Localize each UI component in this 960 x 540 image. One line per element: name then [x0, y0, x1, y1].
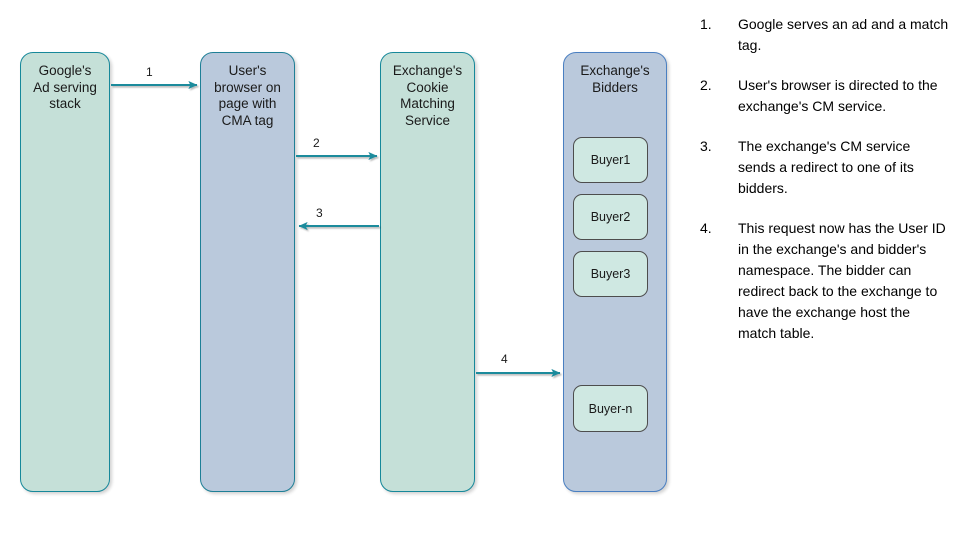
step-3-number: 3.	[700, 138, 712, 154]
lane-user-browser[interactable]: User's browser on page with CMA tag	[200, 52, 295, 492]
step-1-number: 1.	[700, 16, 712, 32]
step-2-text: User's browser is directed to the exchan…	[738, 77, 938, 114]
steps-list: 1. Google serves an ad and a match tag. …	[700, 14, 950, 363]
list-item: 2. User's browser is directed to the exc…	[700, 75, 950, 117]
buyer-box-buyer2[interactable]: Buyer2	[573, 194, 648, 240]
buyer-box-buyer3-label: Buyer3	[590, 267, 631, 281]
lane-ad-serving-stack-label: Google's Ad serving stack	[33, 63, 97, 111]
arrow-3-label: 3	[316, 206, 323, 220]
buyer-box-buyer1-label: Buyer1	[590, 153, 631, 167]
step-2-number: 2.	[700, 77, 712, 93]
step-1-text: Google serves an ad and a match tag.	[738, 16, 949, 53]
list-item: 1. Google serves an ad and a match tag.	[700, 14, 950, 56]
lane-cookie-matching-service[interactable]: Exchange's Cookie Matching Service	[380, 52, 475, 492]
buyer-box-buyer3[interactable]: Buyer3	[573, 251, 648, 297]
buyer-box-buyer-n[interactable]: Buyer-n	[573, 385, 648, 432]
lane-cookie-matching-service-label: Exchange's Cookie Matching Service	[392, 63, 463, 128]
step-4-text: This request now has the User ID in the …	[738, 220, 946, 341]
lane-exchange-bidders-label: Exchange's Bidders	[580, 63, 650, 95]
list-item: 4. This request now has the User ID in t…	[700, 218, 950, 344]
step-4-number: 4.	[700, 220, 712, 236]
buyer-box-buyer-n-label: Buyer-n	[588, 401, 633, 416]
arrow-2-label: 2	[313, 136, 320, 150]
arrow-4-label: 4	[501, 352, 508, 366]
list-item: 3. The exchange's CM service sends a red…	[700, 136, 950, 199]
buyer-box-buyer1[interactable]: Buyer1	[573, 137, 648, 183]
lane-ad-serving-stack[interactable]: Google's Ad serving stack	[20, 52, 110, 492]
arrow-1-label: 1	[146, 65, 153, 79]
step-3-text: The exchange's CM service sends a redire…	[738, 138, 914, 196]
lane-user-browser-label: User's browser on page with CMA tag	[214, 63, 281, 128]
buyer-box-buyer2-label: Buyer2	[590, 210, 631, 224]
